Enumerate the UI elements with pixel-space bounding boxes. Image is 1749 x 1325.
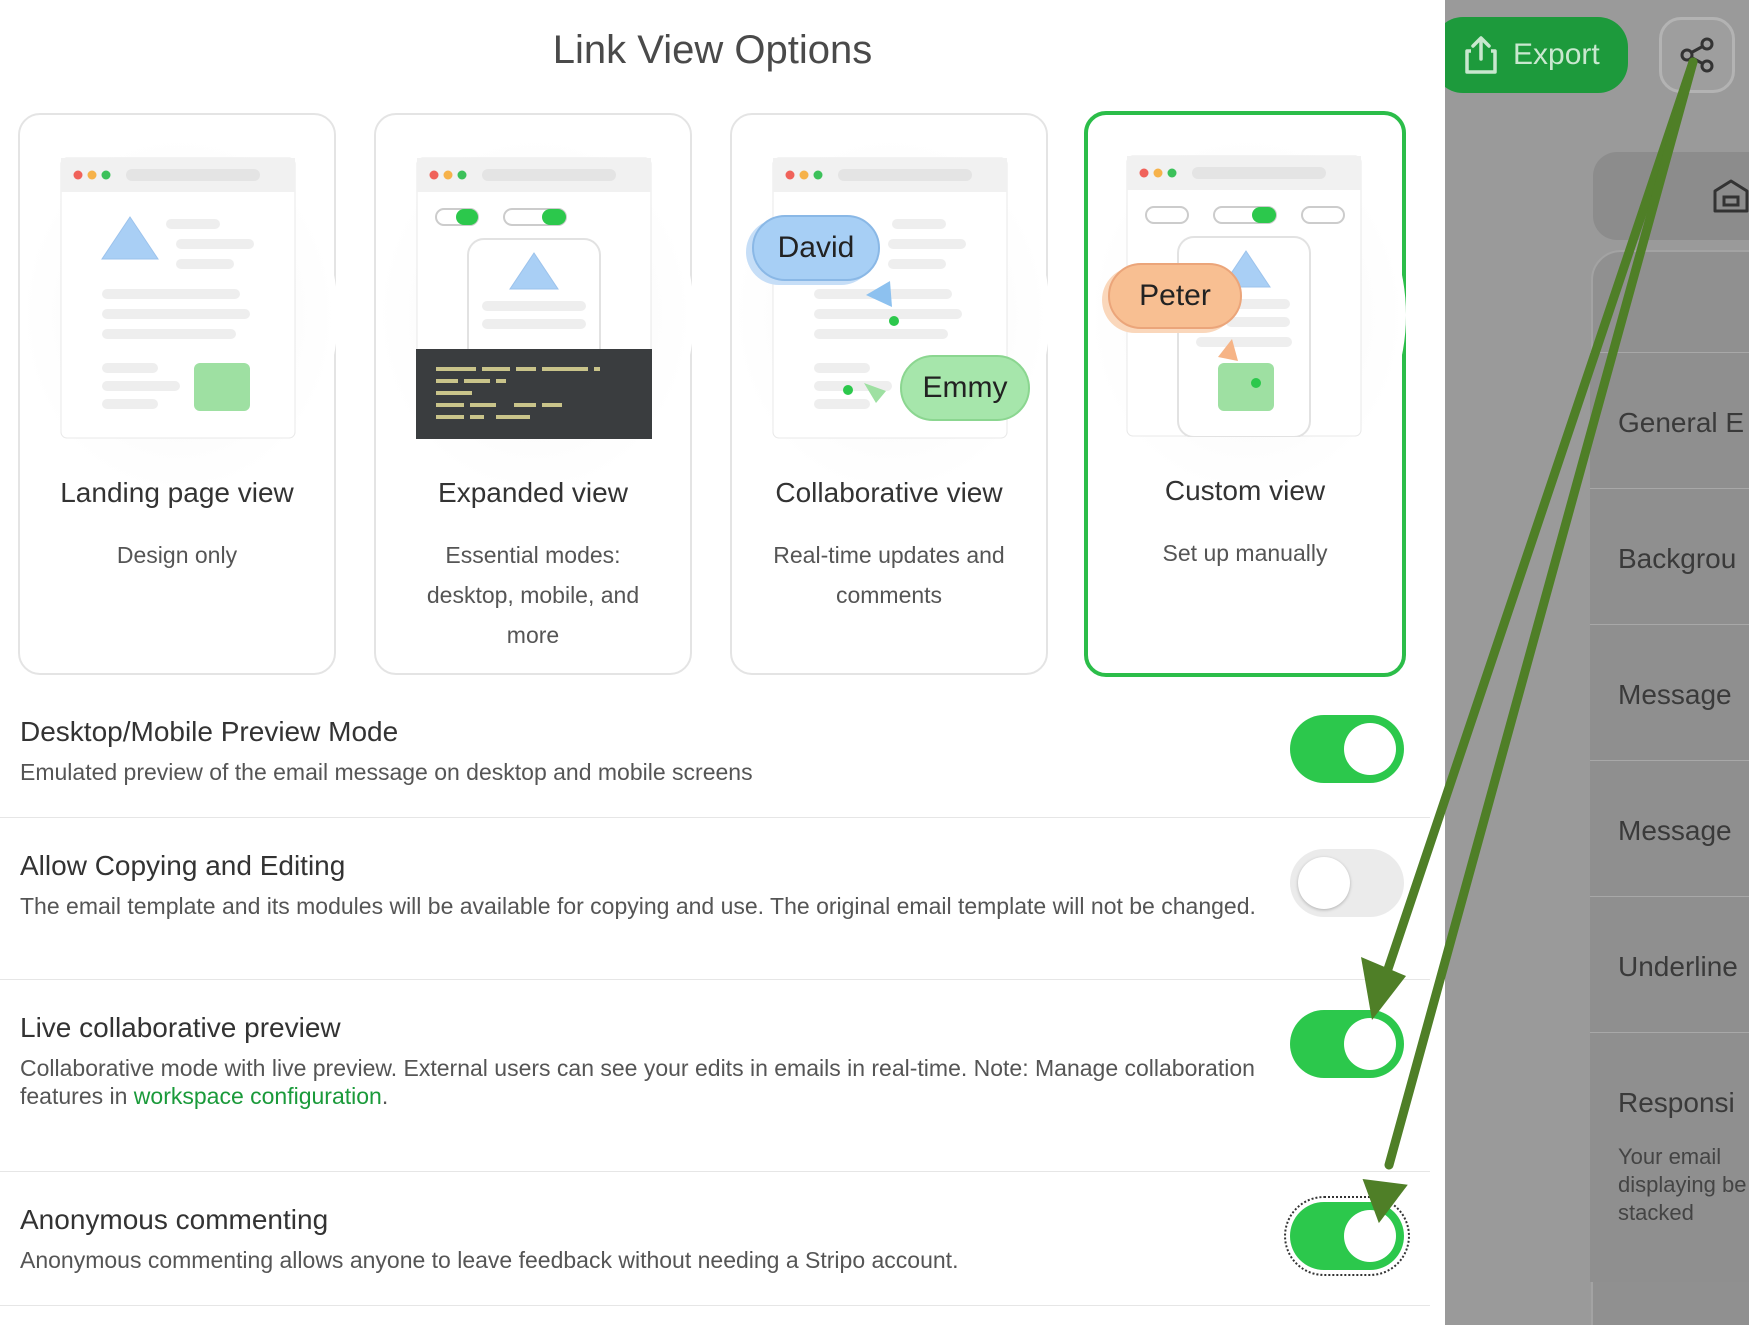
setting-row-copying-editing: Allow Copying and Editing The email temp… xyxy=(0,818,1430,980)
copying-editing-toggle[interactable] xyxy=(1290,849,1404,917)
export-icon xyxy=(1465,36,1497,74)
card-custom-view[interactable]: Peter Custom view Set up manually xyxy=(1084,111,1406,677)
card-description: Real-time updates and comments xyxy=(773,542,1005,608)
setting-description: Emulated preview of the email message on… xyxy=(20,759,753,785)
user-tag-peter: Peter xyxy=(1108,263,1242,329)
setting-row-anonymous-commenting: Anonymous commenting Anonymous commentin… xyxy=(0,1172,1430,1306)
toggle-knob xyxy=(1344,723,1396,775)
toggle-knob xyxy=(1344,1210,1396,1262)
setting-title: Live collaborative preview xyxy=(20,1012,341,1043)
custom-view-illustration xyxy=(1126,155,1362,437)
sidebar-item-label: Message xyxy=(1618,815,1732,846)
share-button[interactable] xyxy=(1659,17,1735,93)
preview-mode-toggle[interactable] xyxy=(1290,715,1404,783)
sidebar-item-general[interactable]: General E xyxy=(1590,352,1749,488)
export-label: Export xyxy=(1513,38,1600,71)
card-landing-page-view[interactable]: Landing page view Design only xyxy=(18,113,338,675)
card-title: Custom view xyxy=(1164,475,1326,506)
building-icon xyxy=(1713,179,1749,213)
export-button[interactable]: Export xyxy=(1445,17,1628,93)
setting-title: Anonymous commenting xyxy=(20,1204,329,1235)
sidebar-item-label: General E xyxy=(1618,407,1745,438)
setting-title: Allow Copying and Editing xyxy=(20,850,346,881)
card-title: Landing page view xyxy=(60,477,294,508)
user-tag-david: David xyxy=(752,215,880,281)
sidebar-item-background[interactable]: Backgrou xyxy=(1590,488,1749,624)
card-collaborative-view[interactable]: David Emmy Collaborative view Real-time … xyxy=(730,113,1050,675)
card-title: Expanded view xyxy=(438,477,628,508)
toggle-knob xyxy=(1298,857,1350,909)
anonymous-commenting-toggle[interactable] xyxy=(1284,1196,1410,1276)
side-tab[interactable] xyxy=(1593,152,1749,240)
card-description: Design only xyxy=(116,542,238,568)
user-name: David xyxy=(777,231,855,264)
user-name: Peter xyxy=(1139,279,1211,312)
toggle-knob xyxy=(1344,1018,1396,1070)
landing-page-illustration xyxy=(60,157,296,439)
sidebar-item-responsive[interactable]: Responsi Your email displaying be stacke… xyxy=(1590,1032,1749,1282)
share-icon xyxy=(1680,37,1714,73)
sidebar-item-label: Underline xyxy=(1618,951,1738,982)
sidebar-item-underline[interactable]: Underline xyxy=(1590,896,1749,1032)
card-expanded-view[interactable]: Expanded view Essential modes: desktop, … xyxy=(374,113,694,675)
user-tag-emmy: Emmy xyxy=(900,355,1030,421)
setting-description: Anonymous commenting allows anyone to le… xyxy=(20,1247,959,1273)
workspace-configuration-link[interactable]: workspace configuration xyxy=(133,1083,382,1109)
editor-backdrop: Export General E Backgrou Message Messag… xyxy=(1445,0,1749,1325)
setting-description: Collaborative mode with live preview. Ex… xyxy=(20,1054,1260,1110)
setting-row-live-preview: Live collaborative preview Collaborative… xyxy=(0,980,1430,1172)
card-description: Set up manually xyxy=(1162,540,1328,566)
setting-title: Desktop/Mobile Preview Mode xyxy=(20,716,399,747)
expanded-view-illustration xyxy=(416,157,652,439)
sidebar-item-description: Your email displaying be stacked xyxy=(1618,1144,1747,1225)
sidebar-item-message-1[interactable]: Message xyxy=(1590,624,1749,760)
card-title: Collaborative view xyxy=(775,477,1003,508)
link-view-options-modal: Link View Options Landing page view Desi… xyxy=(0,28,1430,1306)
live-preview-toggle[interactable] xyxy=(1290,1010,1404,1078)
setting-row-preview-mode: Desktop/Mobile Preview Mode Emulated pre… xyxy=(0,700,1430,818)
sidebar-item-label: Backgrou xyxy=(1618,543,1737,574)
modal-title: Link View Options xyxy=(552,28,873,72)
description-text: Collaborative mode with live preview. Ex… xyxy=(20,1055,1255,1109)
sidebar-item-label: Message xyxy=(1618,679,1732,710)
user-name: Emmy xyxy=(922,371,1008,404)
sidebar-item-message-2[interactable]: Message xyxy=(1590,760,1749,896)
sidebar-item-label: Responsi xyxy=(1618,1087,1735,1118)
card-description: Essential modes: desktop, mobile, and mo… xyxy=(426,542,640,648)
setting-description: The email template and its modules will … xyxy=(20,893,1256,919)
description-text: . xyxy=(381,1083,389,1109)
